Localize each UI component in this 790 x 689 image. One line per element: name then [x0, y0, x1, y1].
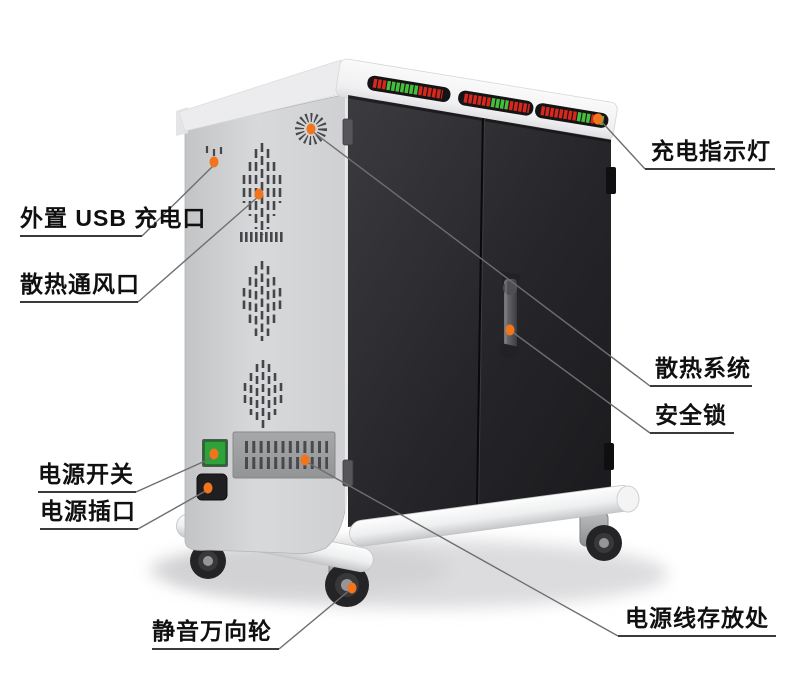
leader-cord-storage	[304, 460, 619, 637]
leader-caster	[278, 588, 352, 650]
fan-vent	[295, 113, 327, 145]
label-cooling-system: 散热系统	[655, 355, 751, 381]
label-silent-caster: 静音万向轮	[152, 618, 272, 644]
hinge-left-top	[342, 118, 354, 146]
leader-vent	[137, 195, 260, 303]
usb-ports	[205, 146, 223, 156]
cord-storage-grille	[232, 431, 336, 479]
leader-switch	[135, 456, 215, 493]
label-cooling-vent: 散热通风口	[20, 271, 140, 297]
top-lid	[176, 58, 618, 141]
label-power-cord-storage: 电源线存放处	[625, 605, 769, 631]
callout-underline	[40, 528, 138, 530]
marker-dot-handle	[505, 324, 515, 336]
callout-underline	[618, 635, 776, 637]
callout-external-usb-port: 外置 USB 充电口	[20, 205, 206, 237]
callout-underline	[20, 301, 138, 303]
marker-dot-wheel	[347, 582, 357, 594]
led-strip-1	[367, 75, 451, 103]
marker-dot-switch	[209, 448, 219, 460]
callout-silent-caster: 静音万向轮	[152, 618, 279, 650]
callout-power-switch: 电源开关	[38, 461, 136, 493]
front-doors	[342, 95, 616, 527]
callout-underline	[38, 491, 136, 493]
leader-cooling-system	[311, 130, 651, 387]
label-charging-indicator: 充电指示灯	[651, 138, 771, 164]
leader-socket	[137, 488, 210, 530]
label-power-socket: 电源插口	[40, 498, 136, 524]
vent-cluster-middle	[242, 261, 282, 341]
lid-shadow-line	[348, 95, 612, 143]
led-strip-2	[458, 90, 534, 116]
callout-underline	[650, 432, 734, 434]
marker-dot-led	[593, 113, 603, 125]
leader-indicator	[599, 119, 646, 170]
label-power-switch: 电源开关	[38, 461, 134, 487]
callout-power-cord-storage: 电源线存放处	[618, 605, 776, 637]
hinge-left-bottom	[342, 459, 354, 487]
callout-cooling-vent: 散热通风口	[20, 271, 140, 303]
marker-dots	[203, 113, 603, 594]
vent-cluster-top	[242, 143, 282, 235]
callout-underline	[152, 648, 279, 650]
callout-underline	[650, 385, 752, 387]
callout-power-socket: 电源插口	[40, 498, 138, 530]
callout-safety-lock: 安全锁	[650, 402, 734, 434]
marker-dot-fan	[306, 123, 316, 135]
door-gap	[475, 117, 485, 512]
marker-dot-vent	[254, 188, 264, 200]
vent-cluster-bottom	[243, 360, 283, 428]
hinge-right-bottom	[604, 443, 614, 470]
hinge-right-top	[606, 167, 616, 194]
label-safety-lock: 安全锁	[655, 402, 727, 428]
callout-underline	[645, 168, 775, 170]
leader-usb	[141, 164, 215, 237]
base-frame-front-tube	[349, 485, 640, 547]
callout-underline	[20, 235, 142, 237]
callout-cooling-system: 散热系统	[650, 355, 752, 387]
label-external-usb-port: 外置 USB 充电口	[20, 205, 207, 231]
marker-dot-usb	[209, 156, 219, 168]
side-panel	[184, 93, 348, 555]
marker-dot-grille	[300, 454, 310, 466]
leader-lines	[135, 119, 651, 650]
callout-charging-indicator: 充电指示灯	[645, 138, 775, 170]
marker-dot-socket	[203, 482, 213, 494]
leader-safety-lock	[510, 330, 651, 434]
